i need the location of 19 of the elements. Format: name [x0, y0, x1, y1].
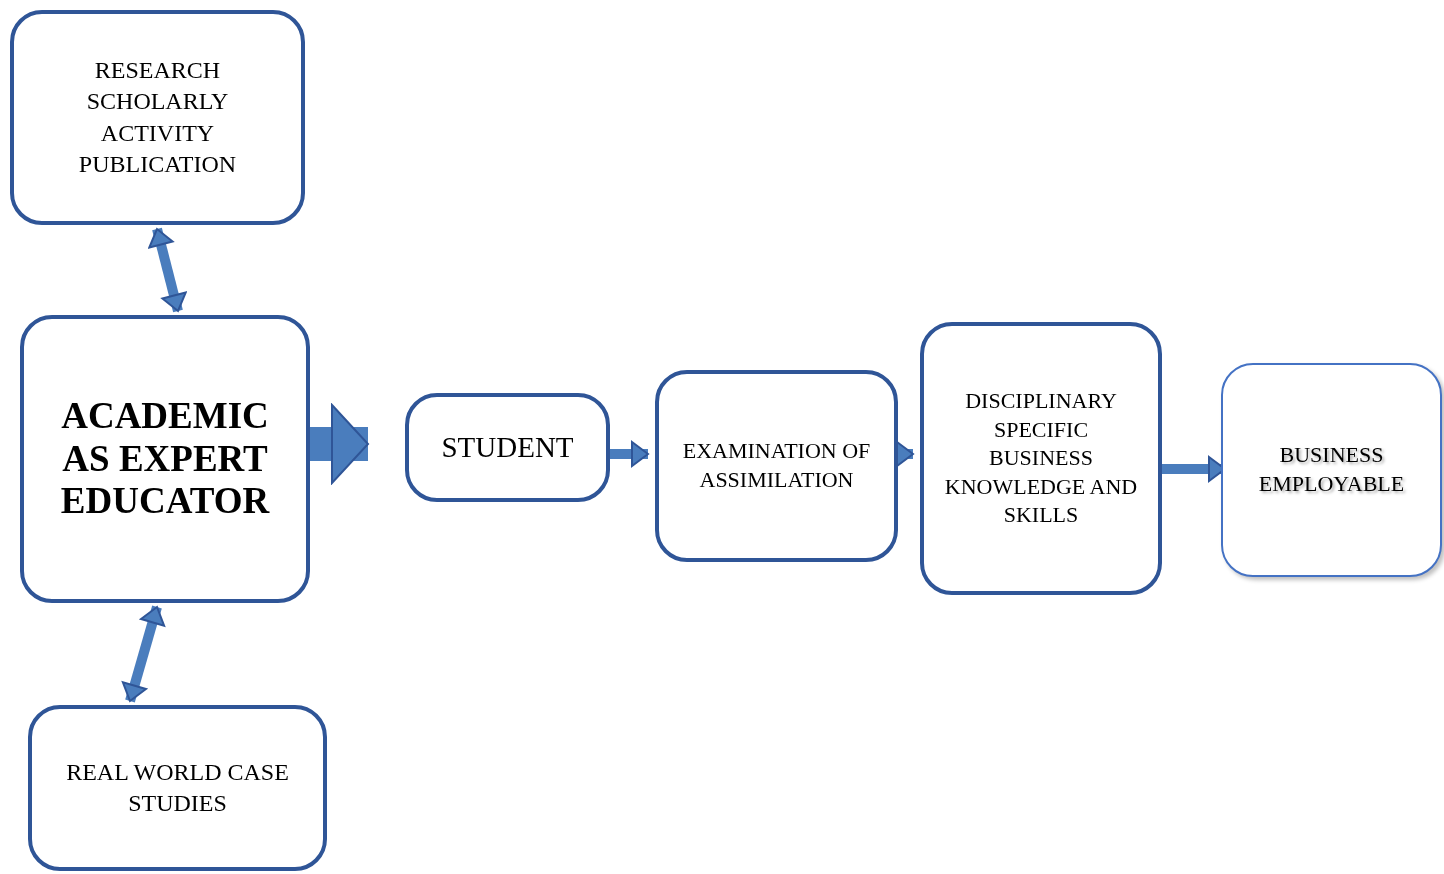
block-arrow	[148, 227, 187, 313]
box-label: BUSINESS EMPLOYABLE	[1257, 441, 1406, 498]
rounded-box	[920, 322, 1162, 595]
rounded-box	[28, 705, 327, 871]
box-label: STUDENT	[441, 429, 574, 465]
rounded-box	[20, 315, 310, 603]
box-label: ACADEMIC AS EXPERT EDUCATOR	[59, 395, 271, 523]
box-label: DISCIPLINARY SPECIFIC BUSINESS KNOWLEDGE AND SKILLS	[943, 387, 1139, 530]
box-label: REAL WORLD CASE STUDIES	[65, 757, 290, 818]
block-arrow	[310, 404, 369, 484]
block-arrow	[896, 441, 914, 467]
block-arrow	[121, 605, 166, 703]
rounded-box	[10, 10, 305, 225]
rounded-box	[405, 393, 610, 502]
rounded-box	[1221, 363, 1442, 577]
block-arrow	[610, 441, 649, 467]
rounded-box	[655, 370, 898, 562]
box-label: RESEARCH SCHOLARLY ACTIVITY PUBLICATION	[77, 56, 238, 179]
box-label: EXAMINATION OF ASSIMILATION	[681, 437, 872, 494]
